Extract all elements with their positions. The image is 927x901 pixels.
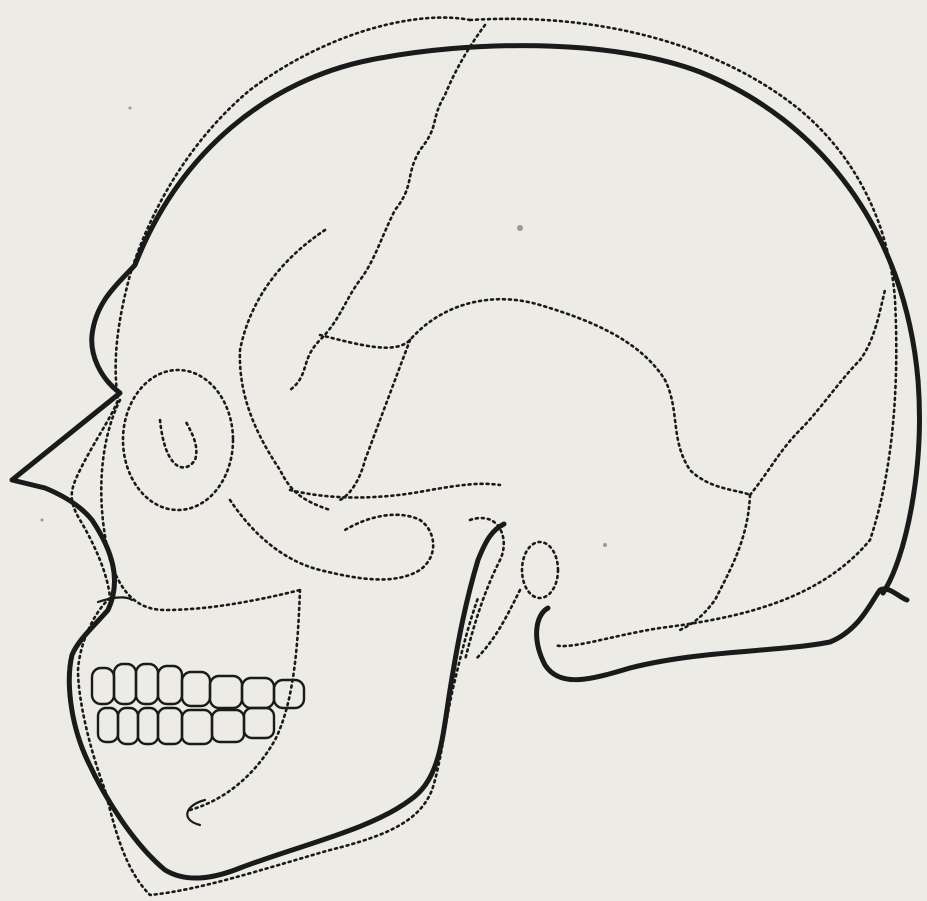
orbit-outline <box>123 370 233 510</box>
temporal-line <box>340 340 410 500</box>
occipital-line <box>680 495 750 630</box>
skull-dotted-crown <box>470 19 896 646</box>
skull-solid-outline <box>12 46 919 878</box>
mental-foramen <box>187 800 205 825</box>
maxilla-outline <box>101 400 300 610</box>
squamous-suture <box>320 299 750 495</box>
nasal-spine <box>98 597 132 602</box>
skull-dotted-outline <box>72 18 478 895</box>
zygomatic-arch <box>290 484 500 498</box>
upper-teeth <box>92 664 304 708</box>
zygomatic-bone <box>230 500 433 579</box>
orbit-inner <box>160 420 196 467</box>
ear-opening <box>522 542 558 598</box>
mandible-body <box>190 590 300 810</box>
mastoid-solid-outline <box>537 589 907 680</box>
paper-texture <box>41 107 608 548</box>
lower-teeth <box>98 708 274 744</box>
lambdoid-suture <box>750 290 885 495</box>
sphenoid-outline <box>240 230 330 510</box>
